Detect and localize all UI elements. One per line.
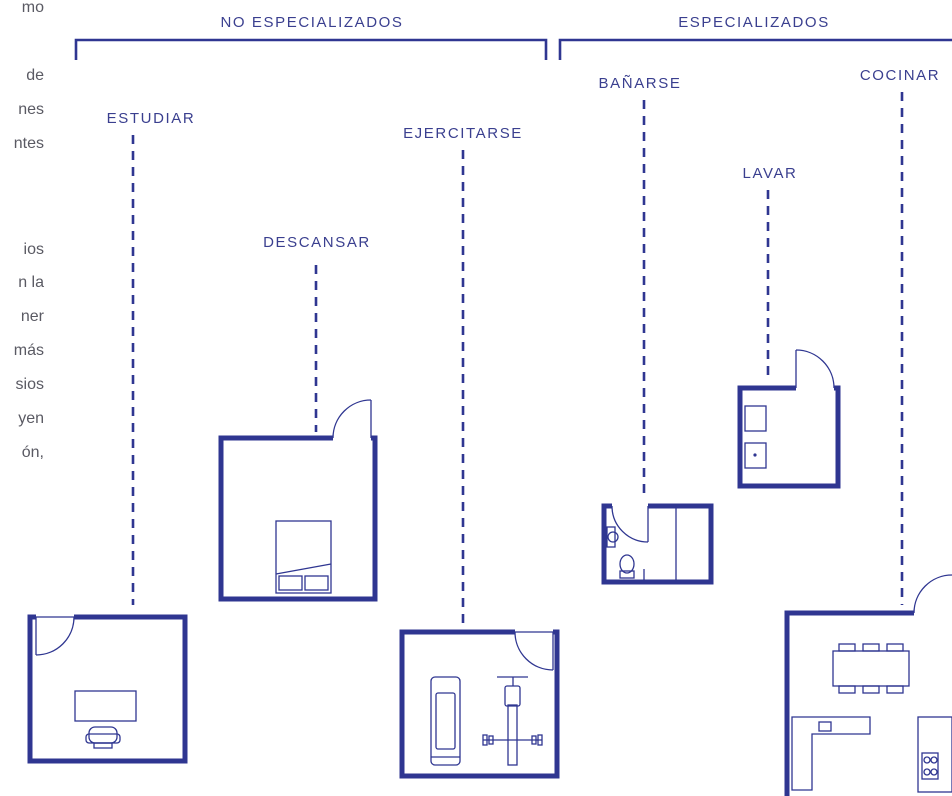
stove-icon — [917, 716, 952, 793]
text-fragment: n la — [18, 274, 44, 291]
room-label-exercise: EJERCITARSE — [403, 125, 523, 142]
dryer-icon — [744, 405, 767, 432]
bed-icon — [275, 520, 332, 594]
door-icon — [795, 349, 835, 389]
washer-icon — [744, 442, 767, 469]
text-fragment: más — [14, 342, 44, 359]
door-icon — [611, 505, 649, 543]
group-label-specialized: ESPECIALIZADOS — [678, 14, 830, 31]
sink-icon — [606, 526, 619, 548]
treadmill-icon — [430, 676, 461, 766]
group-label-non-specialized: NO ESPECIALIZADOS — [220, 14, 403, 31]
room-outline — [601, 503, 714, 585]
room-label-study: ESTUDIAR — [107, 110, 196, 127]
room-outline — [27, 614, 188, 764]
door-icon — [35, 616, 75, 656]
door-icon — [332, 399, 372, 439]
group-non-specialized: NO ESPECIALIZADOS — [74, 14, 548, 60]
toilet-icon — [619, 554, 635, 579]
desk-icon — [74, 690, 137, 722]
bracket-non-specialized — [74, 38, 548, 60]
text-fragment: ntes — [14, 135, 44, 152]
room-rest: DESCANSAR — [218, 234, 378, 602]
weight-bench-icon — [482, 676, 543, 766]
text-fragment: ón, — [22, 444, 44, 461]
room-outline — [784, 610, 952, 796]
dining-table-icon — [832, 643, 910, 694]
text-fragment: yen — [18, 410, 44, 427]
text-fragment: ios — [24, 241, 44, 258]
chair-icon — [85, 726, 121, 749]
text-fragment: sios — [16, 376, 44, 393]
door-icon — [514, 631, 554, 671]
bracket-specialized — [558, 38, 952, 60]
room-outline — [737, 385, 841, 489]
room-wash: LAVAR — [737, 165, 841, 489]
room-label-cook: COCINAR — [860, 67, 940, 84]
room-exercise: EJERCITARSE — [399, 125, 560, 779]
room-bathe: BAÑARSE — [599, 75, 714, 585]
group-specialized: ESPECIALIZADOS — [558, 14, 952, 60]
room-cook: COCINAR — [784, 67, 952, 796]
text-fragment: de — [26, 67, 44, 84]
room-study: ESTUDIAR — [27, 110, 196, 764]
room-label-wash: LAVAR — [743, 165, 798, 182]
room-label-rest: DESCANSAR — [263, 234, 371, 251]
door-icon — [913, 574, 952, 614]
kitchen-counter-icon — [791, 716, 871, 791]
text-fragment: nes — [18, 101, 44, 118]
text-fragment: ner — [21, 308, 45, 325]
paragraph-fragments: mo de nes ntes ios n la ner más sios yen… — [14, 0, 45, 461]
room-outline — [218, 435, 378, 602]
room-outline — [399, 629, 560, 779]
room-label-bathe: BAÑARSE — [599, 75, 682, 92]
text-fragment: mo — [22, 0, 44, 16]
